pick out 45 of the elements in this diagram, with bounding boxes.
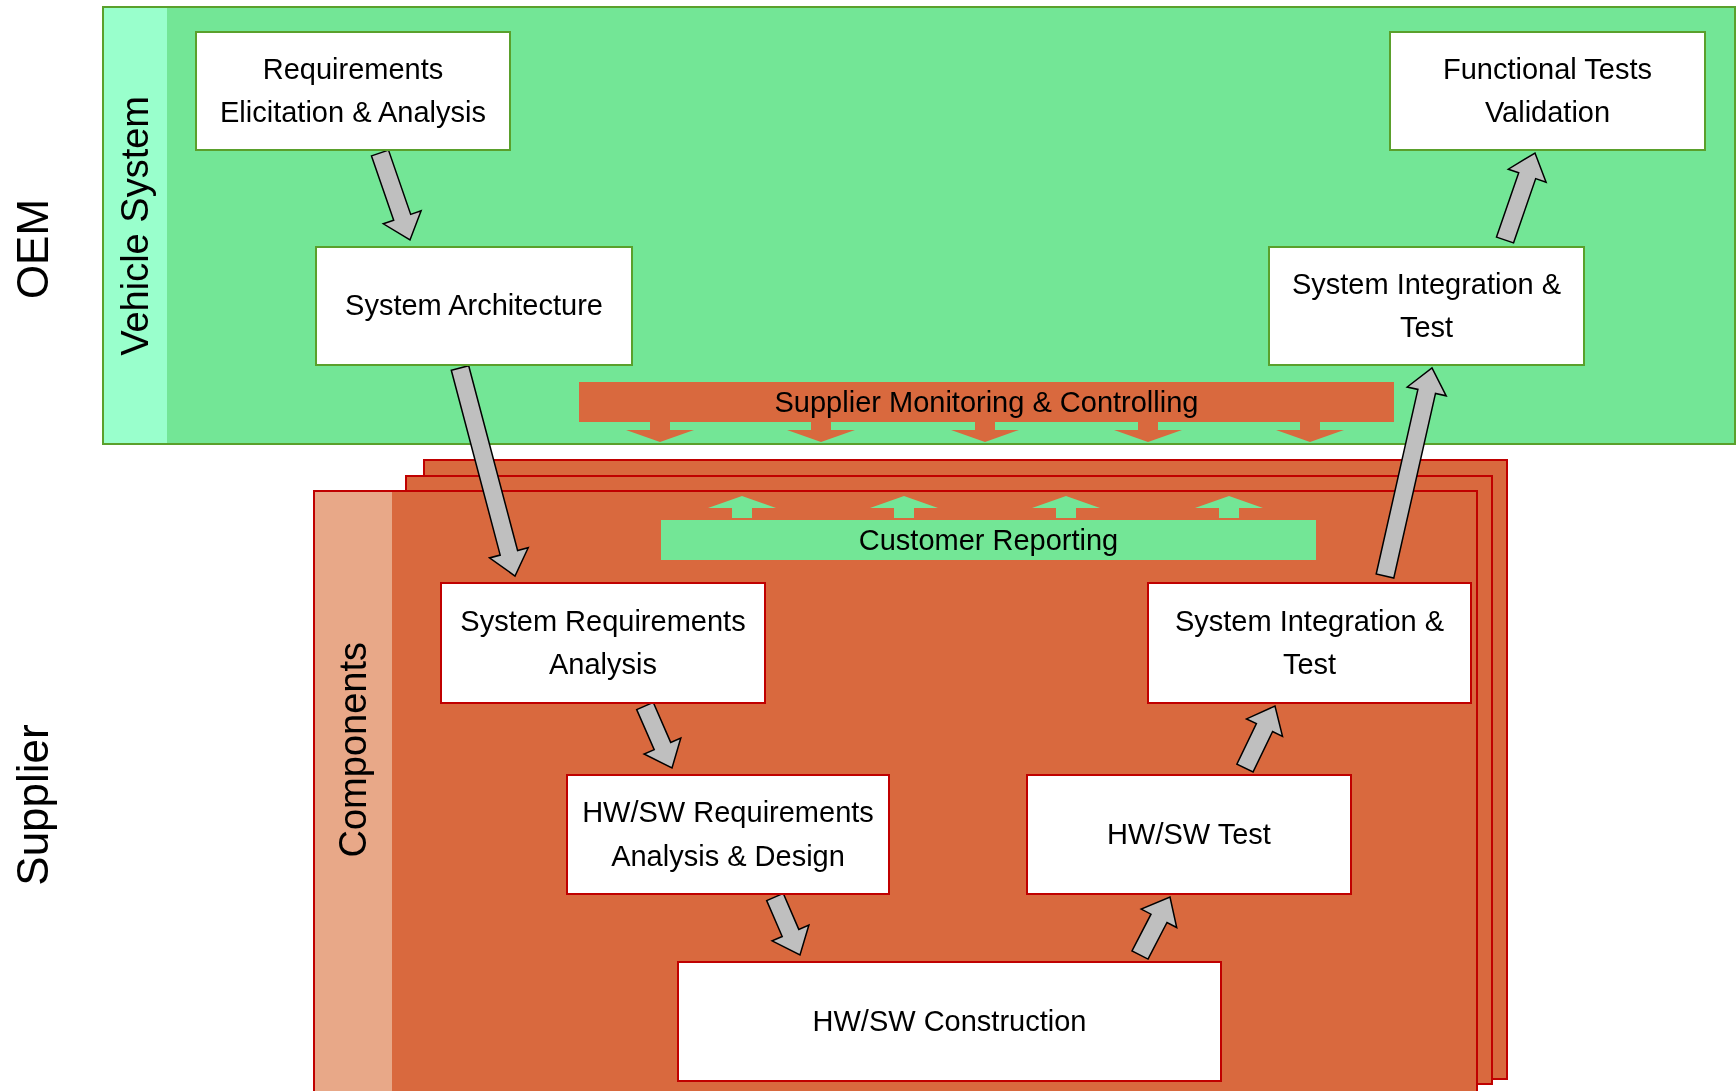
component-panel	[313, 490, 1478, 1091]
box-label: System Integration & Test	[1290, 266, 1563, 345]
block-arrow	[1495, 151, 1548, 244]
block-arrow	[1235, 704, 1284, 773]
side-label: Supplier	[8, 724, 58, 886]
block-arrow	[370, 149, 423, 242]
process-box	[1026, 774, 1352, 895]
small-arrow	[951, 420, 1019, 442]
band-title: Vehicle System	[114, 95, 157, 356]
box-label: HW/SW Test	[1107, 816, 1271, 852]
block-arrow	[1131, 895, 1178, 961]
block-arrow	[635, 701, 682, 770]
small-arrow	[708, 496, 776, 518]
block-arrow	[765, 892, 811, 957]
small-arrow	[1032, 496, 1100, 518]
process-box	[195, 31, 511, 151]
process-box	[1389, 31, 1706, 151]
small-arrow	[626, 420, 694, 442]
box-label: Functional Tests Validation	[1442, 51, 1653, 130]
small-arrow	[870, 496, 938, 518]
box-label: HW/SW Requirements Analysis & Design	[581, 795, 875, 874]
process-box	[440, 582, 766, 704]
block-arrow	[450, 364, 530, 578]
small-arrow	[787, 420, 855, 442]
small-arrow	[1114, 420, 1182, 442]
box-label: Requirements Elicitation & Analysis	[219, 51, 487, 130]
panel-title: Components	[332, 642, 375, 858]
side-label: OEM	[8, 198, 58, 300]
process-box	[566, 774, 890, 895]
block-arrow	[1375, 366, 1448, 579]
box-label: Supplier Monitoring & Controlling	[774, 385, 1199, 419]
box-label: Customer Reporting	[858, 523, 1119, 557]
process-bar	[579, 382, 1394, 422]
process-bar	[661, 520, 1316, 560]
system-band	[102, 6, 1736, 445]
small-arrow	[1195, 496, 1263, 518]
box-label: System Requirements Analysis	[459, 603, 747, 682]
process-box	[1147, 582, 1472, 704]
process-box	[1268, 246, 1585, 366]
box-label: System Integration & Test	[1173, 603, 1446, 682]
box-label: HW/SW Construction	[812, 1003, 1087, 1039]
box-label: System Architecture	[345, 288, 603, 324]
small-arrow	[1276, 420, 1344, 442]
process-box	[315, 246, 633, 366]
process-box	[677, 961, 1222, 1082]
